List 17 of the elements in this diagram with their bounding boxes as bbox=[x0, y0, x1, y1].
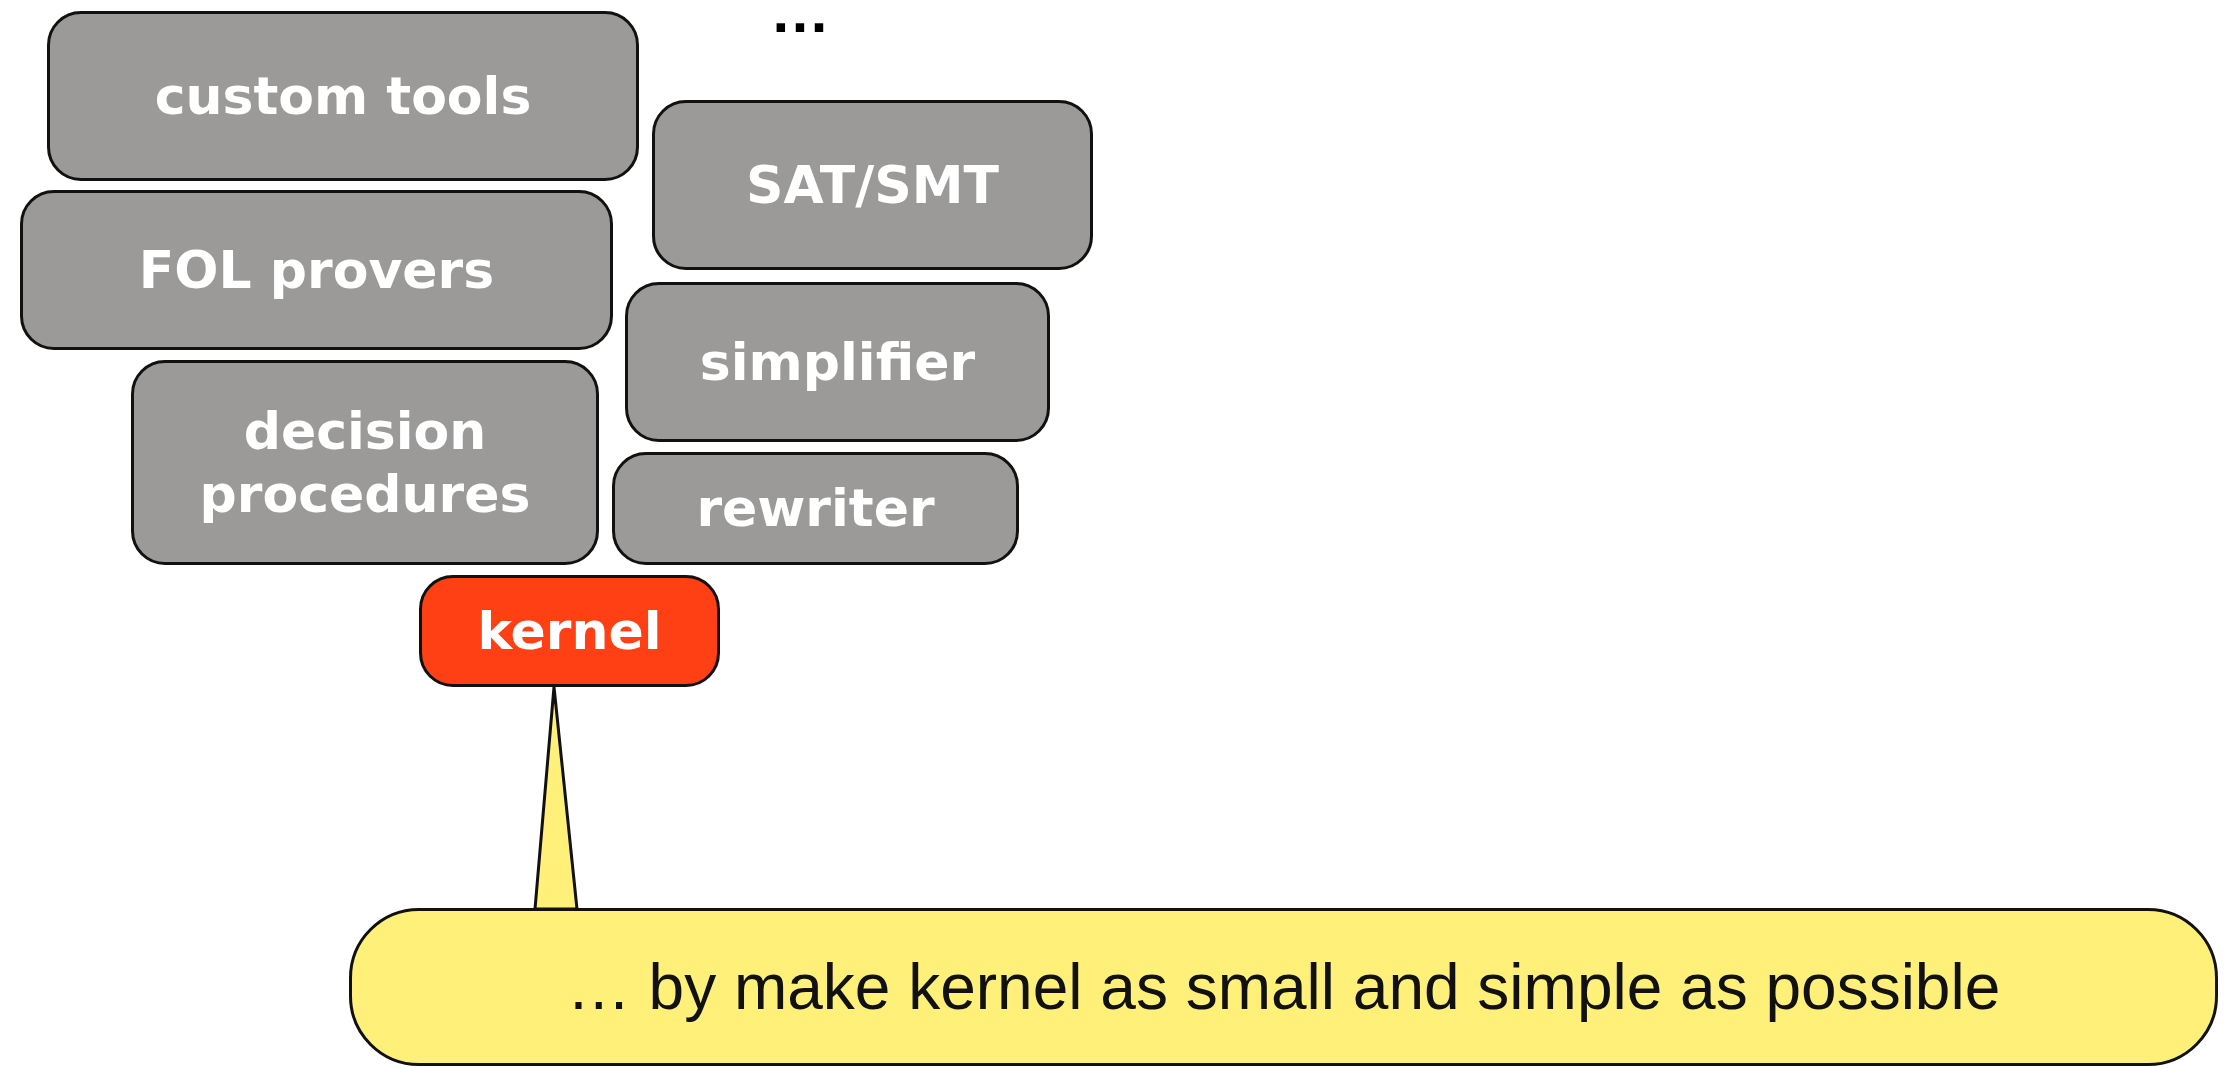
tool-box bbox=[131, 360, 599, 565]
box-label: SAT/SMT bbox=[746, 153, 999, 217]
box-label: FOL provers bbox=[138, 238, 495, 302]
box-label: kernel bbox=[477, 599, 662, 663]
ellipsis-label: … bbox=[770, 0, 830, 42]
callout-text: … by make kernel as small and simple as possible bbox=[566, 949, 2001, 1025]
tool-box bbox=[652, 100, 1093, 270]
tool-box bbox=[625, 282, 1050, 442]
tool-box bbox=[20, 190, 613, 350]
kernel-box bbox=[419, 575, 720, 687]
callout-pointer bbox=[533, 685, 579, 911]
tool-box bbox=[47, 11, 639, 181]
box-label: simplifier bbox=[699, 330, 976, 394]
box-label: decision procedures bbox=[198, 400, 532, 525]
box-label: custom tools bbox=[154, 64, 532, 128]
box-label: rewriter bbox=[696, 477, 935, 540]
tool-box bbox=[612, 452, 1019, 565]
